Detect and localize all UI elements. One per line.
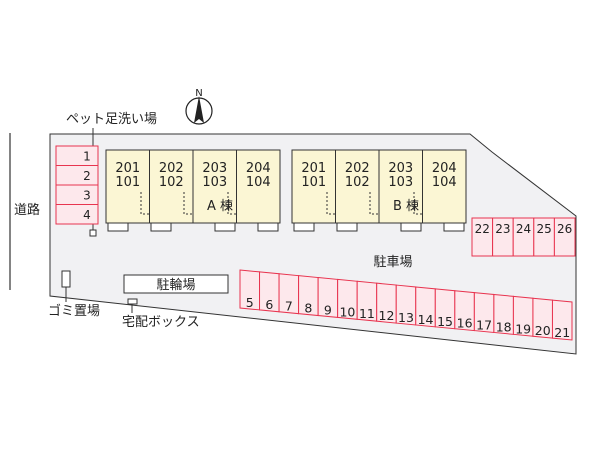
parking-space-number: 6 (265, 297, 273, 312)
delivery-box-marker (127, 298, 138, 305)
parking-space-number: 26 (557, 222, 572, 236)
parking-label: 駐車場 (373, 255, 412, 270)
parking-space-number: 12 (379, 308, 395, 323)
parking-space-number: 4 (83, 208, 91, 222)
room-a-104: 104 (246, 175, 271, 190)
parking-space (55, 165, 99, 186)
room-a-201: 201 (115, 161, 140, 176)
parking-space-number: 2 (83, 169, 91, 183)
parking-space (55, 145, 99, 166)
parking-space-number: 5 (246, 295, 254, 310)
parking-space-number: 20 (535, 323, 551, 338)
room-b-102: 102 (345, 175, 370, 190)
parking-space-number: 21 (554, 325, 570, 340)
room-b-201: 201 (301, 161, 326, 176)
parking-space-number: 8 (304, 301, 312, 316)
pet-wash-label: ペット足洗い場 (66, 112, 157, 127)
parking-space-number: 24 (516, 222, 531, 236)
pet-wash-marker (89, 229, 97, 237)
parking-space-number: 16 (457, 316, 473, 331)
north-compass-icon: N (185, 88, 213, 125)
parking-space-number: 19 (515, 321, 531, 336)
room-a-103: 103 (202, 175, 227, 190)
room-b-101: 101 (301, 175, 326, 190)
parking-left-group: 1 2 3 4 (55, 145, 99, 225)
room-a-203: 203 (202, 161, 227, 176)
parking-space-number: 9 (324, 302, 332, 317)
parking-space-number: 14 (418, 312, 434, 327)
room-a-204: 204 (246, 161, 271, 176)
parking-space-number: 11 (359, 306, 375, 321)
room-b-203: 203 (388, 161, 413, 176)
road-label: 道路 (14, 202, 40, 218)
parking-space-number: 3 (83, 189, 91, 203)
building-a: 201 202 203 204 101 102 103 104 A 棟 (105, 149, 281, 232)
parking-space (551, 299, 573, 341)
parking-space-number: 13 (398, 310, 414, 325)
room-a-101: 101 (115, 175, 140, 190)
room-b-204: 204 (432, 161, 457, 176)
bicycle-parking-label: 駐輪場 (156, 277, 195, 293)
parking-space-number: 10 (339, 304, 355, 319)
delivery-box-label: 宅配ボックス (122, 315, 200, 330)
parking-space-number: 23 (495, 222, 510, 236)
parking-space-number: 18 (496, 319, 512, 334)
parking-space-number: 7 (285, 299, 293, 314)
room-b-104: 104 (432, 175, 457, 190)
room-a-202: 202 (159, 161, 184, 176)
room-b-202: 202 (345, 161, 370, 176)
room-b-103: 103 (388, 175, 413, 190)
parking-space (55, 204, 99, 225)
garbage-marker (61, 270, 71, 288)
north-label: N (195, 88, 202, 99)
parking-space (553, 217, 576, 257)
parking-space-number: 17 (476, 318, 492, 333)
parking-right-group: 22 23 24 25 26 (471, 217, 576, 257)
parking-space-number: 25 (536, 222, 551, 236)
parking-space-number: 1 (83, 150, 91, 164)
parking-space-number: 22 (475, 222, 490, 236)
building-b: 201 202 203 204 101 102 103 104 B 棟 (291, 149, 467, 232)
bicycle-parking-box (123, 274, 229, 294)
parking-space-number: 15 (437, 314, 453, 329)
room-a-102: 102 (159, 175, 184, 190)
garbage-label: ゴミ置場 (48, 303, 100, 319)
building-b-label: B 棟 (393, 199, 419, 214)
building-a-label: A 棟 (207, 199, 233, 214)
parking-space (55, 184, 99, 205)
